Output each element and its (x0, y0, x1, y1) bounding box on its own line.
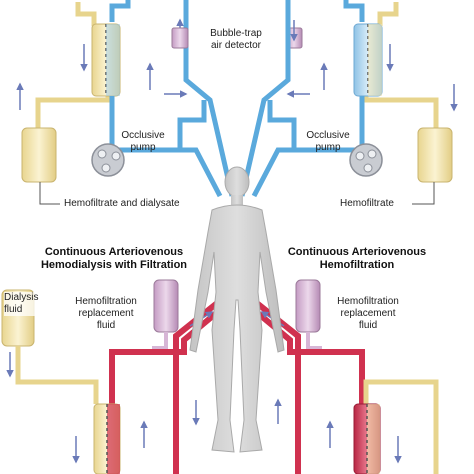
replacement-fluid-left-label: Hemofiltration replacement fluid (75, 296, 137, 331)
dialysate-bag-top-left (21, 127, 57, 183)
bottom-right-circuit (240, 279, 439, 474)
hemofiltrate-dialysate-label: Hemofiltrate and dialysate (64, 198, 180, 209)
replacement-fluid-bag-right (295, 279, 321, 333)
cavhdf-title: Continuous Arteriovenous Hemodialysis wi… (40, 246, 188, 271)
dialysis-fluid-label: Dialysis fluid (4, 292, 44, 316)
occlusive-pump-left (91, 143, 125, 177)
bubble-trap-label: Bubble-trap air detector (210, 28, 262, 51)
occlusive-pump-right (349, 143, 383, 177)
top-right-circuit (239, 0, 458, 205)
occlusive-pump-right-label: Occlusive pump (306, 130, 350, 153)
replacement-fluid-right-label: Hemofiltration replacement fluid (337, 296, 399, 331)
patient-figure (189, 166, 285, 453)
bubble-trap-left (171, 27, 189, 49)
hemofiltrate-bag-top-right (417, 127, 453, 183)
replacement-fluid-bag-left (153, 279, 179, 333)
top-left-circuit (16, 0, 235, 205)
occlusive-pump-left-label: Occlusive pump (121, 130, 165, 153)
hemofiltrate-label: Hemofiltrate (340, 198, 394, 209)
cavh-title: Continuous Arteriovenous Hemofiltration (287, 246, 427, 271)
